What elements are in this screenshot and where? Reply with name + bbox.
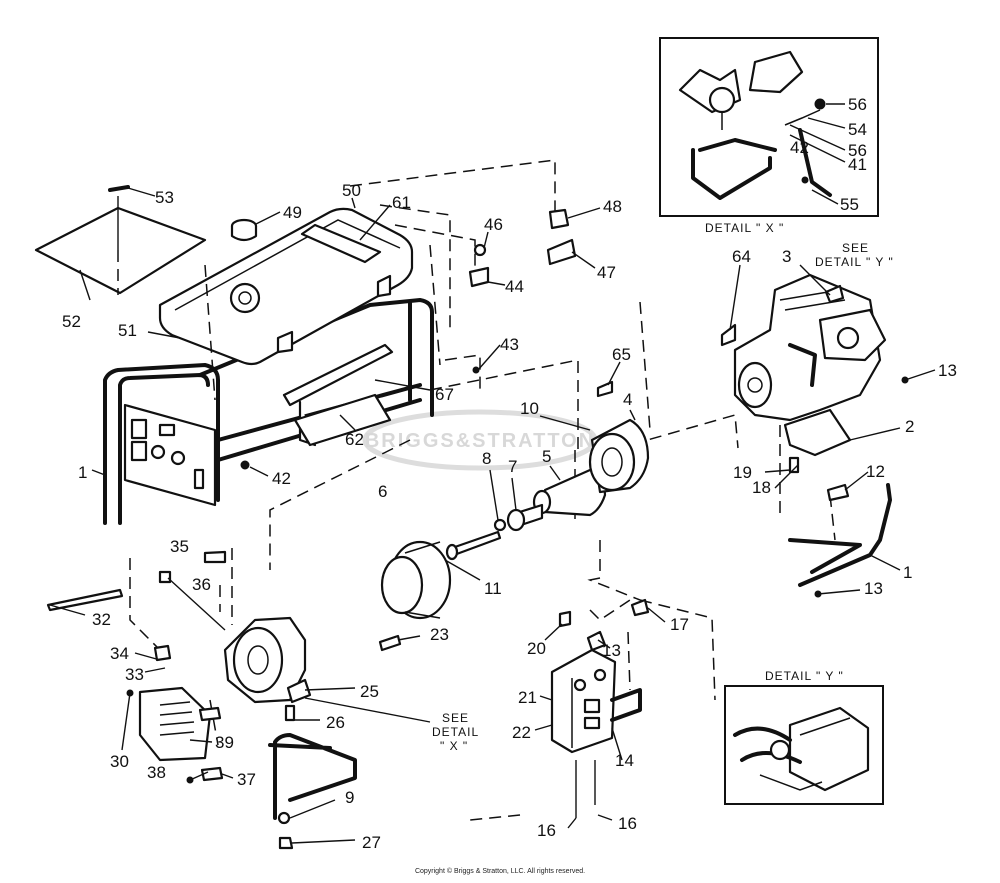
callout-49: 49 [283,203,302,222]
callout-36: 36 [192,575,211,594]
part-11-bolt [445,530,502,561]
part-52-plate [34,206,207,295]
callout-6: 6 [378,482,387,501]
part-39-cover [138,686,212,762]
detail-y-box [724,685,884,805]
part-7-washer [506,508,526,532]
see-detail-y-line1: SEE [842,241,869,255]
detail-x-label: DETAIL " X " [705,221,784,235]
part-49-fuel-cap [230,218,258,242]
callout-7: 7 [508,457,517,476]
callout-33: 33 [125,665,144,684]
part-21-control-box [550,648,617,754]
callout-16b: 16 [618,814,637,833]
callout-23: 23 [430,625,449,644]
callout-20: 20 [527,639,546,658]
callout-61: 61 [392,193,411,212]
callout-13c: 13 [864,579,883,598]
part-6-stator [380,540,452,620]
leader-lines [49,187,936,844]
callout-50: 50 [342,181,361,200]
part-8-washer [493,518,507,532]
callout-1: 1 [78,463,87,482]
callout-9: 9 [345,788,354,807]
part-67-bracket [282,343,394,407]
part-25-rear-housing [223,616,312,704]
callout-67: 67 [435,385,454,404]
callout-4: 4 [623,390,632,409]
callout-32: 32 [92,610,111,629]
callout-34: 34 [110,644,129,663]
callout-62: 62 [345,430,364,449]
callout-56b: 56 [848,141,867,160]
see-detail-x-line2: DETAIL [432,725,479,739]
callout-13: 13 [602,641,621,660]
part-1-right-frame [788,483,892,587]
watermark-text: BRIGGS&STRATTON [365,430,595,452]
callout-65: 65 [612,345,631,364]
callout-12: 12 [866,462,885,481]
callout-41: 41 [848,155,867,174]
callout-55: 55 [840,195,859,214]
callout-54: 54 [848,120,867,139]
part-64-decal [720,323,737,347]
part-2-base [783,408,852,457]
callout-14: 14 [615,751,634,770]
callout-44: 44 [505,277,524,296]
see-detail-x-line1: SEE [442,711,469,725]
callout-25: 25 [360,682,379,701]
callout-38: 38 [147,763,166,782]
callout-43: 43 [500,335,519,354]
part-62-label [293,393,392,447]
watermark-logo: BRIGGS&STRATTON [362,409,598,471]
part-4-fan [588,418,650,494]
callout-21: 21 [518,688,537,707]
detail-x-box [659,37,879,217]
callout-37: 37 [237,770,256,789]
callout-13b: 13 [938,361,957,380]
callout-39: 39 [215,733,234,752]
control-panel [123,403,217,507]
callout-26: 26 [326,713,345,732]
callout-22: 22 [512,723,531,742]
callout-18: 18 [752,478,771,497]
callout-48: 48 [603,197,622,216]
see-detail-x-line3: " X " [440,739,468,753]
callout-47: 47 [597,263,616,282]
callout-56a: 56 [848,95,867,114]
callout-53: 53 [155,188,174,207]
callout-51: 51 [118,321,137,340]
callout-11: 11 [484,579,502,598]
callout-16a: 16 [537,821,556,840]
callout-1b: 1 [903,563,912,582]
callout-46: 46 [484,215,503,234]
callout-42b: 42 [790,138,809,157]
callout-30: 30 [110,752,129,771]
callout-27: 27 [362,833,381,852]
callout-5: 5 [542,447,551,466]
part-3-engine [733,273,887,422]
callout-labels: 53 49 50 61 46 48 44 47 52 51 43 65 67 1… [62,95,957,852]
callout-64: 64 [732,247,751,266]
detail-y-label: DETAIL " Y " [765,669,844,683]
callout-3: 3 [782,247,791,266]
callout-19: 19 [733,463,752,482]
copyright-notice: Copyright © Briggs & Stratton, LLC. All … [414,868,586,875]
handle-lower [268,733,357,820]
callout-2: 2 [905,417,914,436]
callout-52: 52 [62,312,81,331]
callout-35: 35 [170,537,189,556]
callout-8: 8 [482,449,491,468]
see-detail-y-line2: DETAIL " Y " [815,255,894,269]
part-50-fuel-tank [158,207,414,366]
callout-17: 17 [670,615,689,634]
callout-42: 42 [272,469,291,488]
callout-10: 10 [520,399,539,418]
